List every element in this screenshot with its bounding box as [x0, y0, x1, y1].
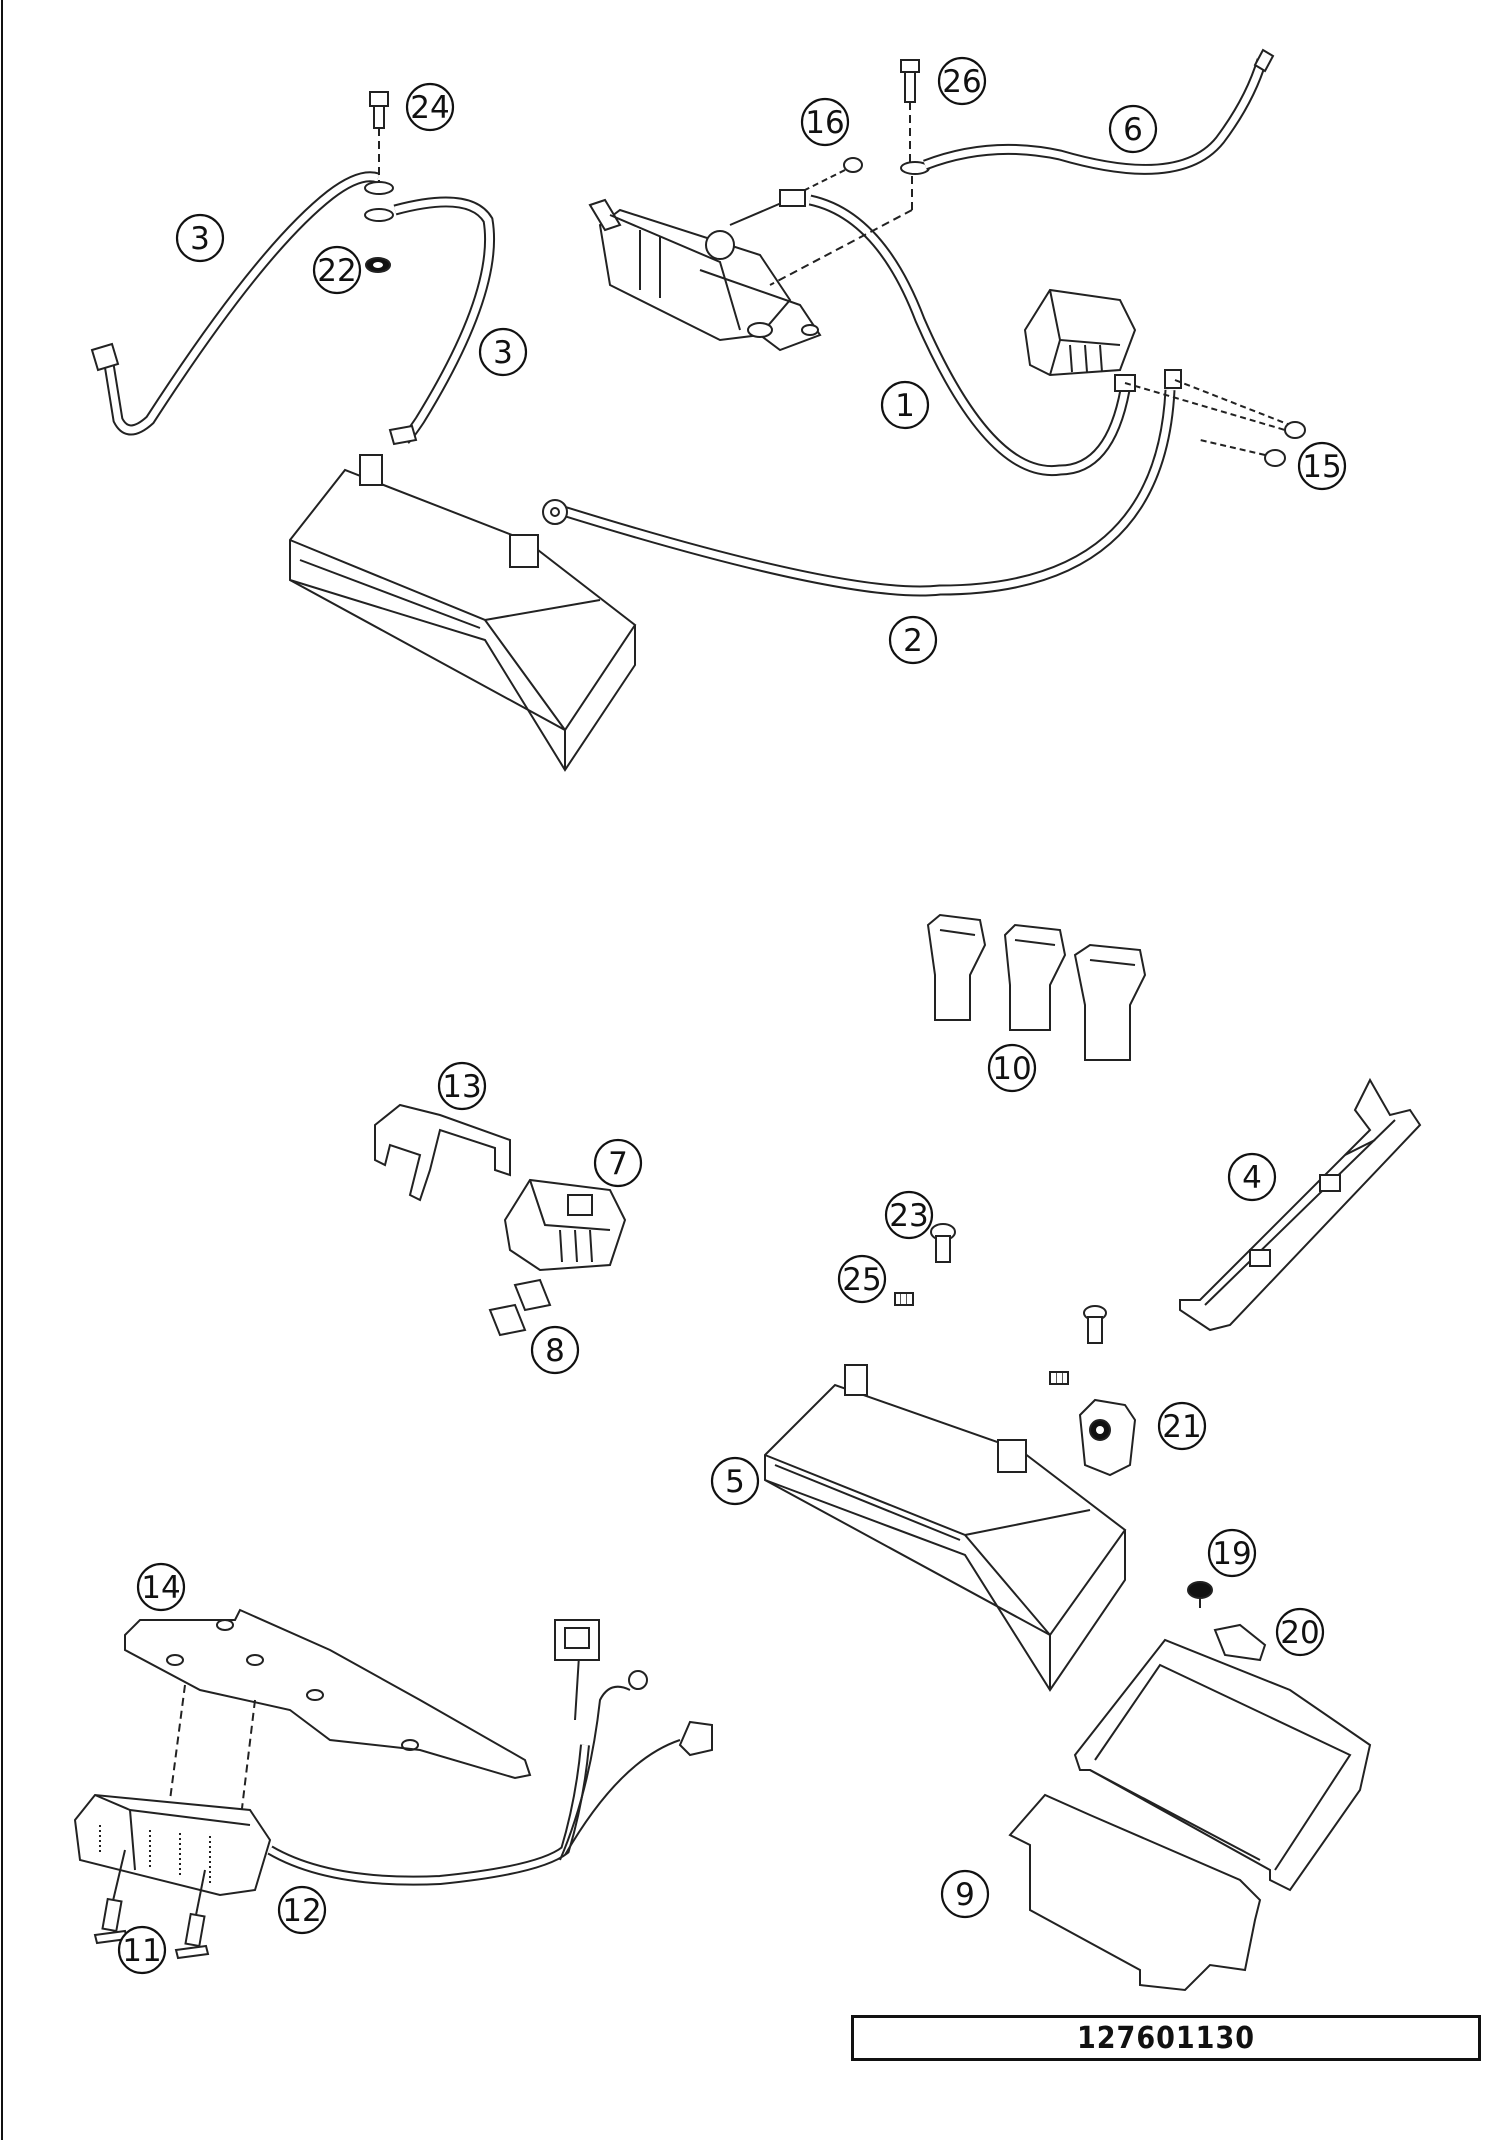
svg-text:1: 1	[895, 388, 915, 424]
screw-19	[1187, 1581, 1213, 1608]
callout-23: 23	[884, 1190, 934, 1240]
relay-bracket-13	[374, 1103, 511, 1202]
callout-25: 25	[837, 1254, 887, 1304]
battery-5	[764, 1364, 1127, 1692]
fuse-holder-8	[488, 1278, 552, 1337]
clip-20	[1213, 1623, 1267, 1662]
drawing-number-box: 127601130	[851, 2015, 1481, 2061]
battery-top	[289, 454, 637, 772]
callout-22: 22	[312, 245, 362, 295]
bolt-21-pair	[1049, 1305, 1107, 1385]
connectors-10	[926, 913, 1147, 1061]
bolt-16	[804, 157, 863, 191]
svg-text:4: 4	[1242, 1160, 1262, 1196]
svg-text:21: 21	[1162, 1409, 1201, 1445]
callout-24: 24	[405, 82, 455, 132]
callout-2: 2	[888, 615, 938, 665]
svg-text:2: 2	[903, 623, 923, 659]
callout-13: 13	[437, 1061, 487, 1111]
part-callouts: 1 2 3 3 4 5 6 7 8 9 10 11 12 13 14 15 16…	[117, 56, 1347, 1975]
callout-20: 20	[1275, 1607, 1325, 1657]
screws-11	[93, 1849, 210, 1960]
svg-text:10: 10	[992, 1051, 1031, 1087]
callout-7: 7	[593, 1138, 643, 1188]
callout-9: 9	[940, 1869, 990, 1919]
callout-19: 19	[1207, 1528, 1257, 1578]
svg-text:7: 7	[608, 1146, 628, 1182]
bolt-26	[769, 59, 930, 286]
svg-text:22: 22	[317, 253, 356, 289]
callout-5: 5	[710, 1456, 760, 1506]
callout-10: 10	[987, 1043, 1037, 1093]
bolt-23	[930, 1223, 956, 1263]
svg-text:8: 8	[545, 1333, 565, 1369]
mounting-plate-14	[124, 1608, 532, 1826]
svg-text:3: 3	[493, 335, 513, 371]
screws-15	[1124, 379, 1306, 467]
svg-text:16: 16	[805, 105, 844, 141]
starter-motor	[588, 198, 822, 352]
callout-11: 11	[117, 1925, 167, 1975]
callout-3a: 3	[175, 213, 225, 263]
svg-text:26: 26	[942, 64, 981, 100]
ground-cable-right	[388, 196, 496, 446]
svg-text:12: 12	[282, 1893, 321, 1929]
drawing-number: 127601130	[1076, 2020, 1255, 2056]
svg-text:5: 5	[725, 1464, 745, 1500]
svg-text:23: 23	[889, 1198, 928, 1234]
wiring-harness-12	[267, 1619, 713, 1886]
callout-6: 6	[1108, 104, 1158, 154]
callout-12: 12	[277, 1885, 327, 1935]
svg-text:9: 9	[955, 1877, 975, 1913]
bolt-24	[364, 91, 394, 222]
starter-cable	[729, 189, 1131, 477]
callout-26: 26	[937, 56, 987, 106]
battery-strap-4	[1179, 1077, 1422, 1332]
callout-3b: 3	[478, 327, 528, 377]
washer-22	[365, 257, 391, 273]
callout-21: 21	[1157, 1401, 1207, 1451]
battery-cable	[542, 389, 1176, 597]
svg-text:13: 13	[442, 1069, 481, 1105]
ground-cable-left	[90, 171, 380, 436]
relay-7	[503, 1178, 627, 1272]
voltage-regulator	[73, 1793, 272, 1897]
svg-text:3: 3	[190, 221, 210, 257]
svg-text:24: 24	[410, 90, 449, 126]
svg-text:6: 6	[1123, 112, 1143, 148]
cable-6	[923, 48, 1275, 175]
callout-1: 1	[880, 380, 930, 430]
spring-25	[894, 1292, 914, 1306]
svg-text:11: 11	[122, 1933, 161, 1969]
terminal-21	[1078, 1398, 1137, 1477]
svg-text:20: 20	[1280, 1615, 1319, 1651]
battery-tray-9	[1008, 1638, 1372, 1992]
callout-16: 16	[800, 97, 850, 147]
callout-4: 4	[1227, 1152, 1277, 1202]
callout-14: 14	[136, 1562, 186, 1612]
svg-text:19: 19	[1212, 1536, 1251, 1572]
callout-8: 8	[530, 1325, 580, 1375]
starter-relay	[1023, 288, 1182, 392]
svg-text:14: 14	[141, 1570, 180, 1606]
svg-text:15: 15	[1302, 449, 1341, 485]
callout-15: 15	[1297, 441, 1347, 491]
svg-text:25: 25	[842, 1262, 881, 1298]
